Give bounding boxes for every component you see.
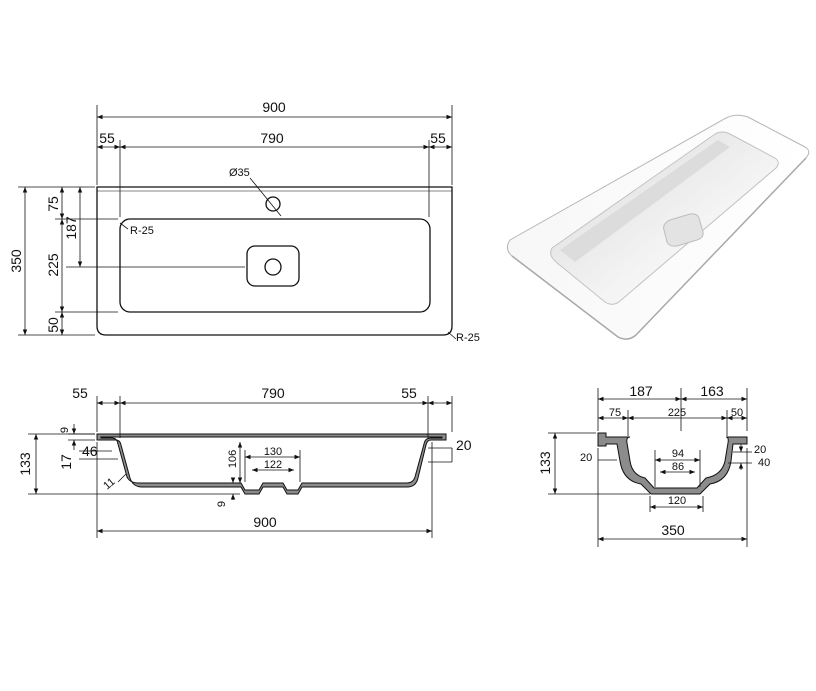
dim-front-122: 122 bbox=[264, 459, 282, 471]
dim-drain-hole: Ø35 bbox=[229, 167, 250, 179]
dim-top-900: 900 bbox=[262, 99, 286, 115]
dim-top-790: 790 bbox=[260, 130, 284, 146]
dim-side-133: 133 bbox=[537, 451, 553, 475]
dim-front-11: 11 bbox=[101, 476, 117, 493]
dim-side-40: 40 bbox=[758, 457, 770, 469]
top-view: 900 55 790 55 Ø35 R-25 R-25 350 75 225 5… bbox=[8, 99, 480, 344]
dim-front-55-left: 55 bbox=[72, 385, 88, 401]
dim-top-55-right: 55 bbox=[430, 130, 446, 146]
sink-perspective-render bbox=[506, 114, 810, 340]
dim-front-106: 106 bbox=[227, 450, 239, 468]
dim-side-94: 94 bbox=[672, 448, 684, 460]
dim-front-9-rim: 9 bbox=[59, 427, 71, 433]
dim-front-17: 17 bbox=[58, 454, 74, 470]
dim-outer-radius: R-25 bbox=[456, 332, 480, 344]
dim-front-790: 790 bbox=[261, 385, 285, 401]
dim-side-20-right: 20 bbox=[754, 444, 766, 456]
dim-front-900: 900 bbox=[253, 514, 277, 530]
dim-top-50: 50 bbox=[45, 317, 61, 333]
dim-side-187: 187 bbox=[629, 383, 653, 399]
dim-top-187: 187 bbox=[63, 216, 79, 240]
dim-top-350: 350 bbox=[8, 249, 24, 273]
dim-side-86: 86 bbox=[672, 461, 684, 473]
dim-front-130: 130 bbox=[264, 446, 282, 458]
dim-top-55-left: 55 bbox=[99, 130, 115, 146]
dim-front-46: 46 bbox=[82, 443, 98, 459]
dim-side-75: 75 bbox=[609, 407, 621, 419]
dim-front-55-right: 55 bbox=[401, 385, 417, 401]
dim-front-9-base: 9 bbox=[216, 501, 228, 507]
dim-top-75: 75 bbox=[45, 196, 61, 212]
dim-side-163: 163 bbox=[700, 383, 724, 399]
dim-side-225: 225 bbox=[668, 407, 686, 419]
dim-top-225: 225 bbox=[45, 253, 61, 277]
dim-inner-radius: R-25 bbox=[130, 225, 154, 237]
front-section-view: 55 790 55 133 9 17 46 20 11 9 106 bbox=[17, 385, 472, 538]
dim-side-20-left: 20 bbox=[580, 452, 592, 464]
dim-front-133: 133 bbox=[17, 452, 33, 476]
tap-hole bbox=[265, 196, 281, 212]
dim-front-20: 20 bbox=[456, 437, 472, 453]
dim-side-350: 350 bbox=[661, 522, 685, 538]
front-section-profile bbox=[96, 433, 447, 495]
dim-side-50: 50 bbox=[731, 407, 743, 419]
side-section-profile bbox=[597, 432, 748, 495]
side-section-view: 187 163 75 225 50 133 20 20 40 94 86 bbox=[537, 383, 770, 547]
dim-side-120: 120 bbox=[668, 495, 686, 507]
